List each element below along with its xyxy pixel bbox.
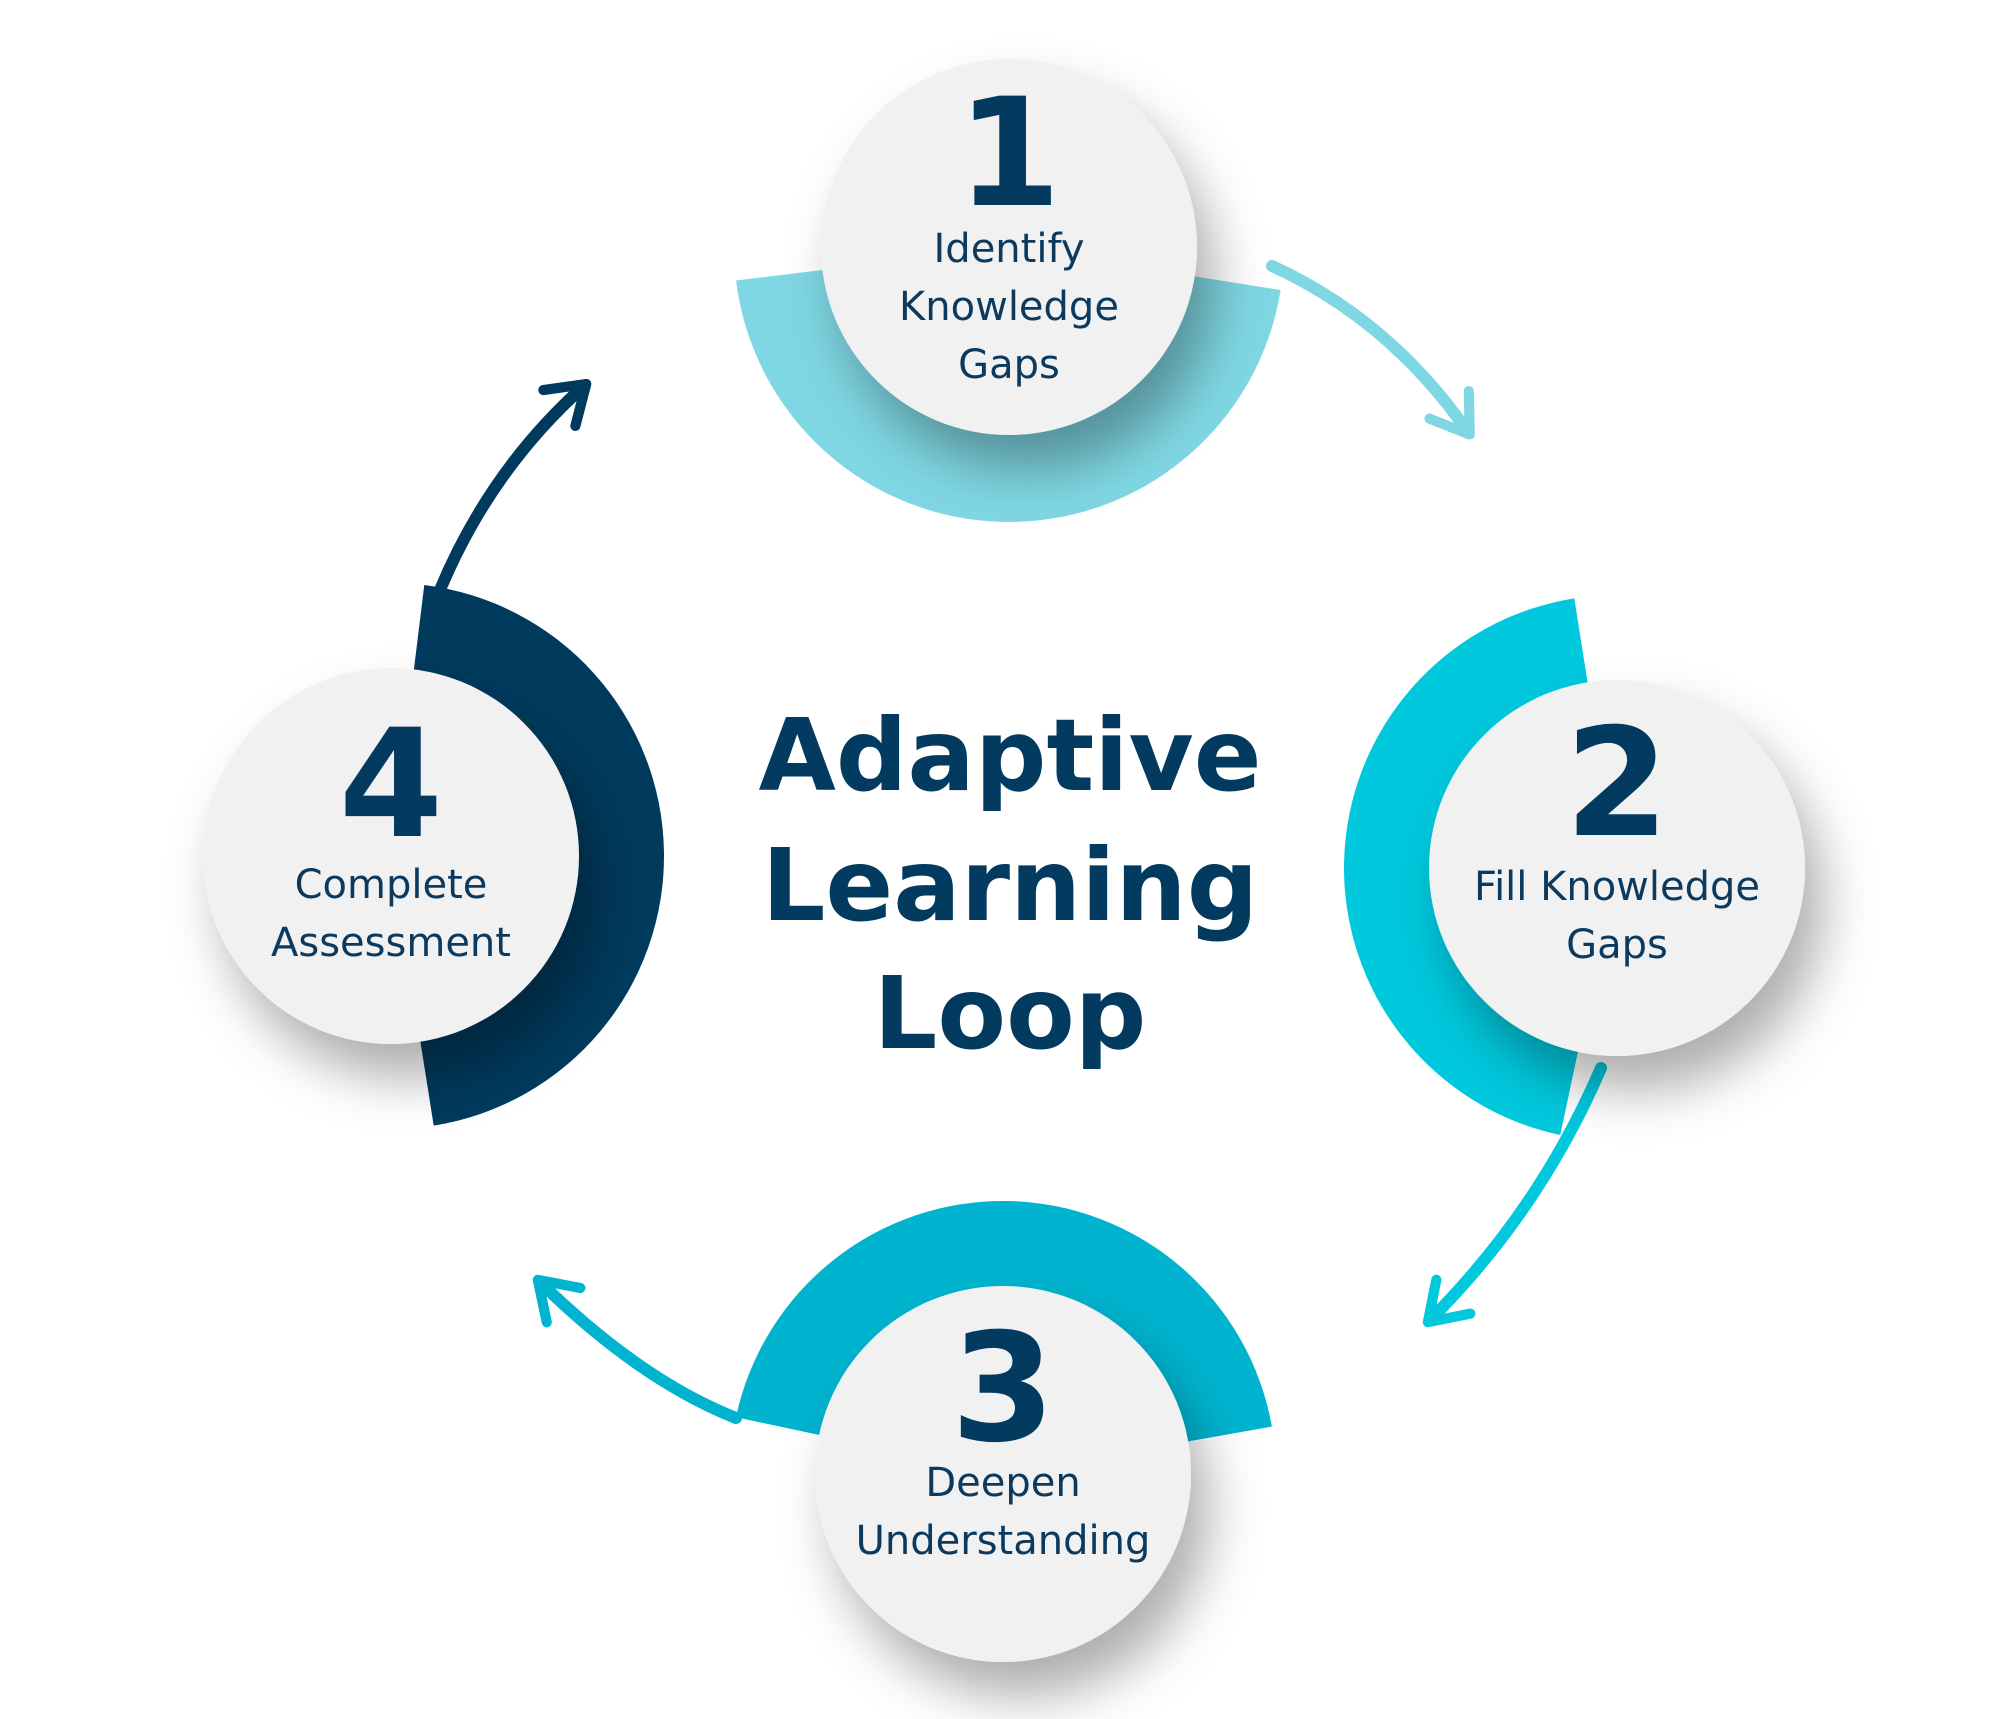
step-2-label-line: Gaps bbox=[1566, 922, 1668, 968]
step-3-arc bbox=[735, 1201, 1272, 1444]
step-1-arrow-icon bbox=[1266, 260, 1475, 440]
step-1-circle bbox=[821, 59, 1197, 435]
step-4-arrow-icon bbox=[434, 378, 592, 596]
step-1-label-line: Identify bbox=[934, 226, 1085, 272]
step-1-label-line: Gaps bbox=[958, 342, 1060, 388]
title-line-2: Learning bbox=[762, 827, 1259, 944]
step-4-circle bbox=[203, 668, 579, 1044]
step-1-label-line: Knowledge bbox=[899, 284, 1119, 330]
step-2-arrow-icon bbox=[1422, 1062, 1607, 1328]
step-4-label-line: Assessment bbox=[271, 920, 511, 966]
step-2-number: 2 bbox=[1565, 697, 1669, 871]
center-title: Adaptive Learning Loop bbox=[758, 697, 1261, 1072]
step-2-arc bbox=[1344, 598, 1590, 1136]
step-4-arc bbox=[412, 585, 664, 1126]
step-3-label-line: Deepen bbox=[925, 1460, 1080, 1506]
step-3-number: 3 bbox=[951, 1302, 1055, 1476]
step-2-label-line: Fill Knowledge bbox=[1474, 864, 1760, 910]
step-3-circle bbox=[815, 1286, 1191, 1662]
title-line-3: Loop bbox=[874, 955, 1147, 1072]
step-1-arc bbox=[736, 268, 1281, 523]
step-2-circle bbox=[1429, 680, 1805, 1056]
step-3-arrow-icon bbox=[532, 1274, 742, 1424]
step-3-label-line: Understanding bbox=[856, 1518, 1151, 1564]
step-4-label-line: Complete bbox=[295, 862, 488, 908]
title-line-1: Adaptive bbox=[758, 697, 1261, 814]
step-4-number: 4 bbox=[339, 698, 443, 872]
step-1-number: 1 bbox=[957, 67, 1061, 241]
